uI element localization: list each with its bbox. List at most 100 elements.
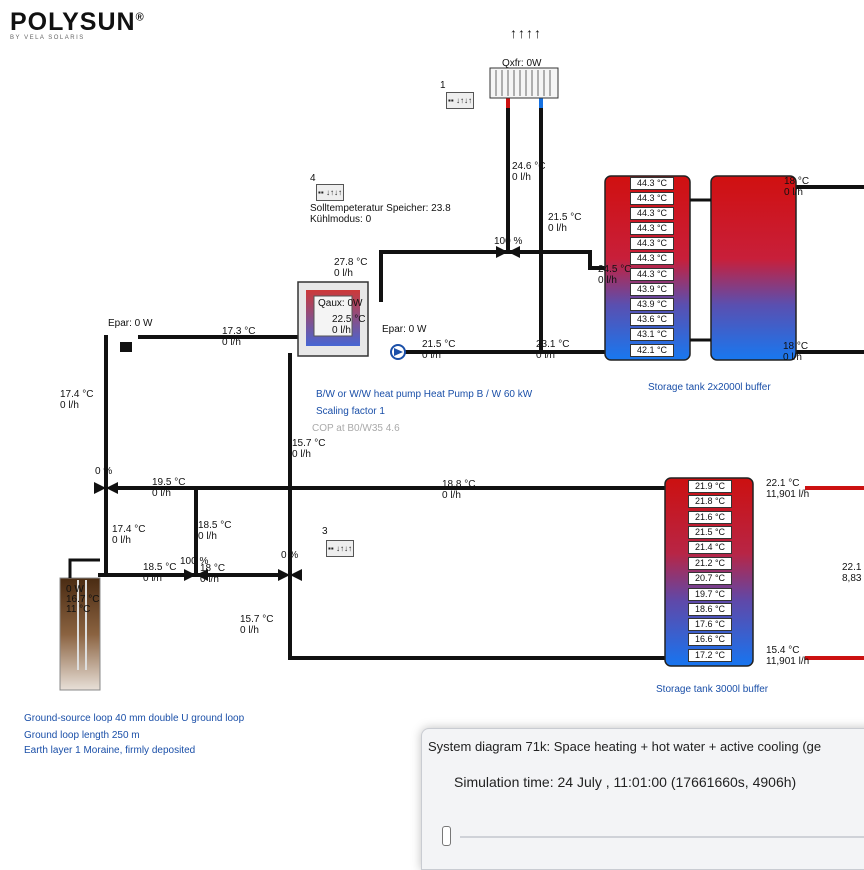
reading-temp: 21.5 °C — [548, 212, 582, 223]
ground-probe-temp1: 16.7 °C — [66, 594, 100, 605]
controller-1-number: 1 — [440, 80, 446, 91]
reading-temp: 15.7 °C — [240, 614, 274, 625]
valve-top-position: 100 % — [494, 236, 523, 247]
reading-flow-edge: 8,83 — [842, 573, 862, 584]
reading-flow: 0 l/h — [784, 187, 803, 198]
heat-pump-unit — [297, 281, 369, 357]
simulation-slider-track[interactable] — [460, 836, 864, 838]
reading-flow: 0 l/h — [200, 574, 219, 585]
valve-mid-position: 100 % — [180, 556, 209, 567]
controller-4-number: 4 — [310, 173, 316, 184]
reading-temp: 18 °C — [783, 341, 809, 352]
reading-flow: 0 l/h — [536, 350, 555, 361]
tank-temp: 44.3 °C — [630, 207, 674, 220]
ground-probe-power: 0 W — [66, 584, 84, 595]
ground-probe-temp2: 11 °C — [66, 604, 91, 615]
tank-temp: 21.4 °C — [688, 541, 732, 554]
tank-temp: 21.6 °C — [688, 511, 732, 524]
logo-mark: ® — [135, 11, 145, 24]
reading-temp: 27.8 °C — [334, 257, 368, 268]
dry-cooler-unit — [489, 67, 559, 99]
mixing-valves — [94, 246, 520, 581]
ground-probe-unit — [59, 558, 101, 691]
reading-temp: 18 °C — [784, 176, 810, 187]
reading-flow: 0 l/h — [240, 625, 259, 636]
epar-left: Epar: 0 W — [108, 318, 153, 329]
reading-flow: 0 l/h — [783, 352, 802, 363]
reading-flow: 0 l/h — [143, 573, 162, 584]
reading-temp: 17.4 °C — [60, 389, 94, 400]
pumps — [120, 342, 406, 360]
reading-flow: 0 l/h — [60, 400, 79, 411]
valve-right-position: 0 % — [281, 550, 299, 561]
tank-temp: 20.7 °C — [688, 572, 732, 585]
tank-temp: 44.3 °C — [630, 252, 674, 265]
reading-flow: 0 l/h — [442, 490, 461, 501]
logo-tagline: BY VELA SOLARIS — [10, 35, 85, 41]
reading-temp: 15.4 °C — [766, 645, 800, 656]
tank2-label: Storage tank 3000l buffer — [656, 684, 769, 695]
reading-temp: 18 °C — [200, 563, 226, 574]
tank-temp: 44.3 °C — [630, 222, 674, 235]
reading-temp: 24.5 °C — [598, 264, 632, 275]
reading-temp: 19.5 °C — [152, 477, 186, 488]
tank-temp: 44.3 °C — [630, 177, 674, 190]
reading-temp-edge: 22.1 — [842, 562, 862, 573]
controller-3-icon[interactable]: ▪▪ ↓↑↓↑ — [326, 540, 354, 557]
reading-flow: 0 l/h — [334, 268, 353, 279]
reading-flow: 0 l/h — [152, 488, 171, 499]
reading-flow: 0 l/h — [422, 350, 441, 361]
tank-temp: 21.5 °C — [688, 526, 732, 539]
tank-temp: 44.3 °C — [630, 268, 674, 281]
tank-temp: 17.2 °C — [688, 649, 732, 662]
polysun-logo: POLYSUN® BY VELA SOLARIS — [10, 8, 145, 41]
ground-probe-earth-layer: Earth layer 1 Moraine, firmly deposited — [24, 745, 196, 756]
reading-temp: 15.7 °C — [292, 438, 326, 449]
reading-temp: 18.5 °C — [198, 520, 232, 531]
tank-temp: 43.9 °C — [630, 298, 674, 311]
dry-cooler-arrows: ↑↑↑↑ — [510, 25, 542, 41]
simulation-window-title: System diagram 71k: Space heating + hot … — [428, 739, 822, 754]
reading-temp: 17.4 °C — [112, 524, 146, 535]
reading-flow: 0 l/h — [222, 337, 241, 348]
heat-pump-cop: COP at B0/W35 4.6 — [312, 423, 400, 434]
controller-4-setpoint: Solltempeteratur Speicher: 23.8 — [310, 203, 451, 214]
tank-temp: 17.6 °C — [688, 618, 732, 631]
pipe — [379, 250, 608, 302]
heat-pump-temp: 22.5 °C — [332, 314, 366, 325]
reading-flow: 0 l/h — [292, 449, 311, 460]
valve-left-position: 0 % — [95, 466, 113, 477]
reading-temp: 21.5 °C — [422, 339, 456, 350]
tank-temp: 44.3 °C — [630, 192, 674, 205]
simulation-time: Simulation time: 24 July , 11:01:00 (176… — [454, 774, 797, 790]
reading-flow: 0 l/h — [512, 172, 531, 183]
tank-temp: 43.1 °C — [630, 328, 674, 341]
simulation-window[interactable]: System diagram 71k: Space heating + hot … — [421, 728, 864, 870]
tank1-label: Storage tank 2x2000l buffer — [648, 382, 771, 393]
reading-flow: 11,901 l/h — [766, 489, 810, 500]
tank-temp: 43.9 °C — [630, 283, 674, 296]
tank-temp: 21.8 °C — [688, 495, 732, 508]
reading-temp: 17.3 °C — [222, 326, 256, 337]
heat-pump-flow: 0 l/h — [332, 325, 351, 336]
simulation-slider-thumb[interactable] — [442, 826, 451, 846]
ground-probe-length: Ground loop length 250 m — [24, 730, 140, 741]
reading-flow: 11,901 l/h — [766, 656, 810, 667]
reading-temp: 18.8 °C — [442, 479, 476, 490]
ground-probe-description: Ground-source loop 40 mm double U ground… — [24, 713, 245, 724]
tank-temp: 16.6 °C — [688, 633, 732, 646]
tank-temp: 21.2 °C — [688, 557, 732, 570]
controller-4-coolmode: Kühlmodus: 0 — [310, 214, 372, 225]
tank-temp: 43.6 °C — [630, 313, 674, 326]
tank-temp: 42.1 °C — [630, 344, 674, 357]
controller-3-number: 3 — [322, 526, 328, 537]
reading-flow: 0 l/h — [598, 275, 617, 286]
reading-flow: 0 l/h — [548, 223, 567, 234]
controller-1-icon[interactable]: ▪▪ ↓↑↓↑ — [446, 92, 474, 109]
controller-4-icon[interactable]: ▪▪ ↓↑↓↑ — [316, 184, 344, 201]
dry-cooler-label[interactable]: Qxfr: 0W — [502, 58, 542, 69]
reading-temp: 22.1 °C — [766, 478, 800, 489]
tank-temp: 19.7 °C — [688, 588, 732, 601]
reading-temp: 23.1 °C — [536, 339, 570, 350]
tank-temp: 44.3 °C — [630, 237, 674, 250]
